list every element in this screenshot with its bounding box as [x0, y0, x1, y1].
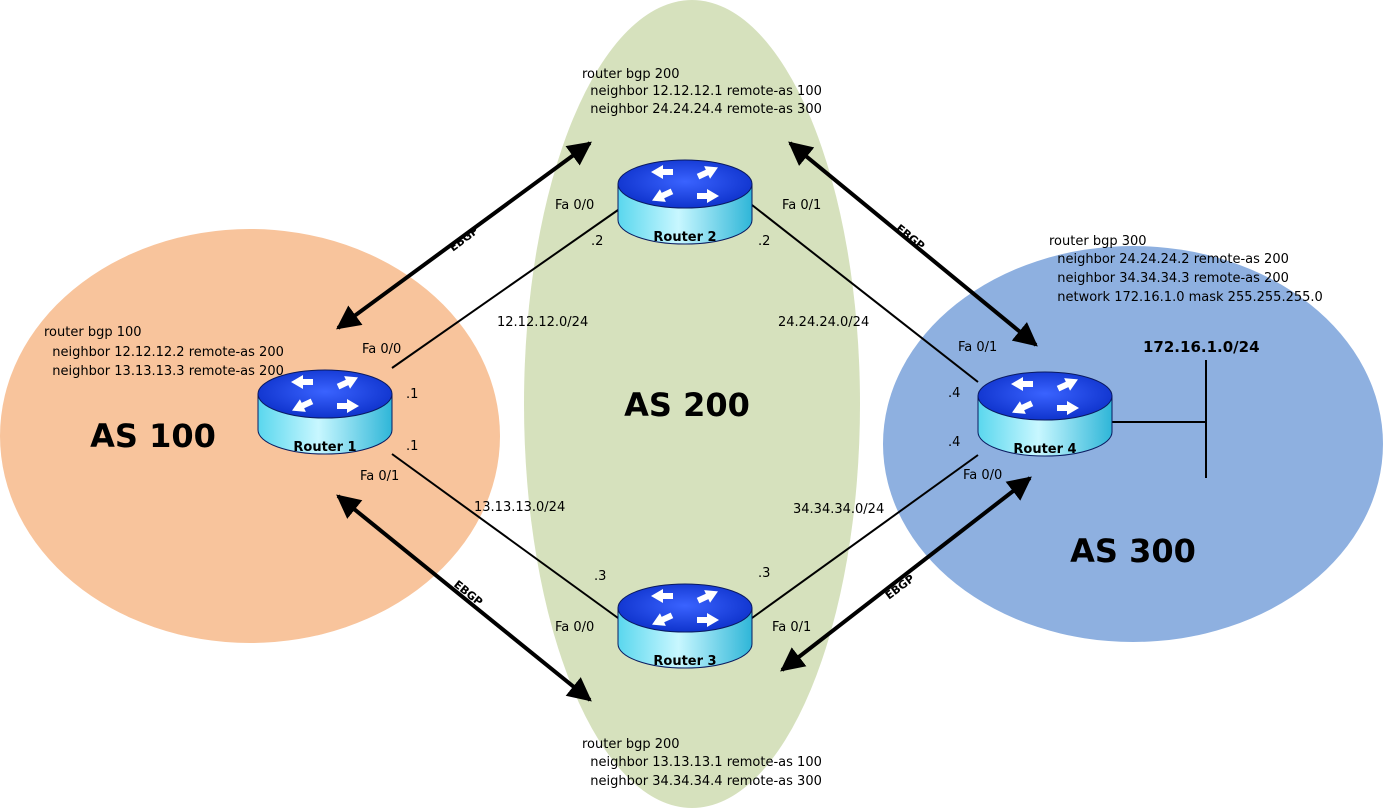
iface-r3-fa01: Fa 0/1: [772, 620, 811, 635]
as200-area: [524, 0, 860, 808]
config-r3: router bgp 200 neighbor 13.13.13.1 remot…: [582, 737, 822, 789]
config-line: neighbor 24.24.24.2 remote-as 200: [1049, 252, 1289, 267]
config-line: router bgp 200: [582, 737, 680, 752]
subnet-34: 34.34.34.0/24: [793, 502, 884, 517]
config-line: neighbor 34.34.34.3 remote-as 200: [1049, 271, 1289, 286]
ebgp-arrow-r1-r2: [336, 141, 592, 330]
subnet-lan: 172.16.1.0/24: [1143, 338, 1260, 356]
router-top: [977, 371, 1113, 421]
host-id-r3-a: .3: [594, 569, 606, 584]
ebgp-label-r1-r2: EBGP: [447, 224, 481, 254]
config-line: neighbor 24.24.24.4 remote-as 300: [582, 102, 822, 117]
router-1[interactable]: Router 1: [257, 369, 393, 455]
subnet-13: 13.13.13.0/24: [474, 500, 565, 515]
as300-label: AS 300: [1070, 532, 1196, 570]
iface-r4-fa00: Fa 0/0: [963, 468, 1002, 483]
iface-r1-fa00: Fa 0/0: [362, 342, 401, 357]
config-line: router bgp 200: [582, 67, 680, 82]
as100-area: [0, 229, 500, 643]
as200-label: AS 200: [624, 386, 750, 424]
ebgp-arrows: [336, 141, 1038, 702]
host-id-r4-b: .4: [948, 435, 960, 450]
host-id-r2-b: .2: [758, 234, 770, 249]
router-4-label: Router 4: [1013, 442, 1076, 457]
as100-label: AS 100: [90, 417, 216, 455]
config-line: network 172.16.1.0 mask 255.255.255.0: [1049, 290, 1323, 305]
router-1-label: Router 1: [293, 440, 356, 455]
config-r4: router bgp 300 neighbor 24.24.24.2 remot…: [1049, 234, 1323, 305]
router-4[interactable]: Router 4: [977, 371, 1113, 457]
host-id-r4-a: .4: [948, 386, 960, 401]
host-id-r1-a: .1: [406, 387, 418, 402]
subnet-24: 24.24.24.0/24: [778, 315, 869, 330]
iface-r2-fa00: Fa 0/0: [555, 198, 594, 213]
config-line: neighbor 12.12.12.2 remote-as 200: [44, 345, 284, 360]
router-top: [617, 583, 753, 633]
config-line: neighbor 12.12.12.1 remote-as 100: [582, 84, 822, 99]
config-line: router bgp 300: [1049, 234, 1147, 249]
router-2-label: Router 2: [653, 230, 716, 245]
config-r1: router bgp 100 neighbor 12.12.12.2 remot…: [44, 325, 284, 379]
iface-r2-fa01: Fa 0/1: [782, 198, 821, 213]
host-id-r2-a: .2: [591, 234, 603, 249]
router-3[interactable]: Router 3: [617, 583, 753, 669]
config-line: neighbor 13.13.13.1 remote-as 100: [582, 755, 822, 770]
iface-r3-fa00: Fa 0/0: [555, 620, 594, 635]
config-line: neighbor 13.13.13.3 remote-as 200: [44, 364, 284, 379]
iface-r1-fa01: Fa 0/1: [360, 469, 399, 484]
config-line: neighbor 34.34.34.4 remote-as 300: [582, 774, 822, 789]
router-3-label: Router 3: [653, 654, 716, 669]
config-r2: router bgp 200 neighbor 12.12.12.1 remot…: [582, 67, 822, 117]
host-id-r3-b: .3: [758, 566, 770, 581]
router-top: [617, 159, 753, 209]
config-line: router bgp 100: [44, 325, 142, 340]
iface-r4-fa01: Fa 0/1: [958, 340, 997, 355]
ebgp-label-r2-r4: EBGP: [893, 222, 927, 253]
ebgp-arrow-r1-r3: [336, 494, 592, 702]
ebgp-arrow-r2-r4: [788, 141, 1038, 347]
host-id-r1-b: .1: [406, 439, 418, 454]
router-2[interactable]: Router 2: [617, 159, 753, 245]
ebgp-arrow-r3-r4: [780, 476, 1032, 672]
subnet-12: 12.12.12.0/24: [497, 315, 588, 330]
